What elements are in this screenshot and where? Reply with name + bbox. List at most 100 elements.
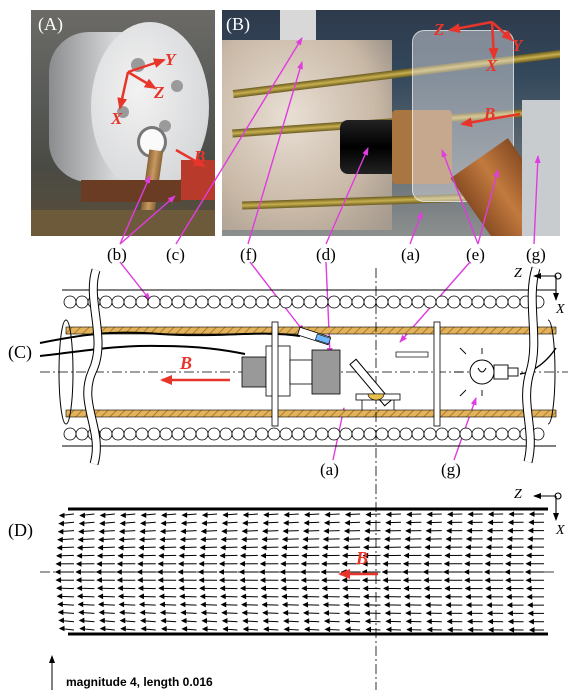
- field-vector-head: [342, 544, 349, 551]
- field-vector-head: [381, 569, 388, 575]
- field-vector-head: [385, 618, 391, 625]
- field-vector-head: [403, 552, 410, 559]
- field-vector-head: [323, 618, 330, 624]
- coil-turn: [207, 427, 221, 441]
- field-vector-head: [364, 618, 371, 625]
- field-vector-head: [159, 536, 165, 543]
- coil-turn: [315, 295, 329, 309]
- field-vector-head: [241, 609, 248, 616]
- field-vector-head: [361, 560, 368, 567]
- field-vector-head: [137, 585, 144, 592]
- field-vector-head: [507, 519, 514, 526]
- field-vector-head: [445, 610, 452, 617]
- field-vector-head: [221, 618, 228, 624]
- field-vector-head: [240, 593, 247, 600]
- field-vector-head: [178, 585, 185, 592]
- field-vector-head: [259, 569, 265, 575]
- field-vector-head: [302, 601, 309, 608]
- coil-turn: [231, 427, 245, 441]
- field-vector-head: [323, 610, 330, 616]
- field-vector-head: [178, 552, 185, 559]
- field-vector-head: [384, 536, 390, 542]
- field-vector-head: [79, 512, 85, 519]
- field-vector-head: [262, 609, 268, 616]
- field-vector-head: [219, 552, 226, 559]
- field-vector-head: [301, 593, 308, 600]
- coil-turn: [159, 295, 173, 309]
- field-vector-head: [140, 625, 147, 632]
- coil-turn: [267, 427, 281, 441]
- coil-turn: [123, 427, 137, 441]
- field-vector-head: [201, 512, 208, 518]
- field-vector-head: [403, 593, 410, 600]
- field-vector-head: [446, 519, 453, 526]
- field-vector-head: [382, 577, 389, 584]
- field-vector-head: [199, 544, 206, 551]
- field-vector-head: [200, 609, 207, 616]
- field-vector-head: [405, 618, 412, 625]
- field-vector-head: [364, 610, 370, 616]
- field-vector-head: [239, 577, 245, 583]
- field-vector-head: [201, 617, 207, 624]
- field-vector-head: [98, 601, 104, 608]
- field-vector-head: [57, 601, 63, 608]
- coil-turn: [219, 295, 233, 309]
- field-vector-head: [57, 536, 63, 543]
- field-vector-head: [527, 610, 534, 617]
- field-vector-head: [444, 552, 450, 559]
- field-vector-head: [426, 618, 432, 625]
- field-vector-head: [283, 618, 289, 624]
- field-vector-head: [488, 627, 494, 633]
- field-vector-head: [300, 561, 307, 567]
- field-vector-head: [239, 552, 246, 559]
- coil-turn: [495, 427, 509, 441]
- field-vector-head: [118, 601, 125, 608]
- field-vector-head: [281, 536, 288, 543]
- field-vector-head: [321, 585, 328, 592]
- field-vector-head: [527, 536, 533, 542]
- scale-caption: magnitude 4, length 0.016: [66, 675, 213, 689]
- field-vector-head: [159, 528, 166, 535]
- field-vector-head: [95, 569, 102, 575]
- field-vector-head: [385, 519, 391, 526]
- field-vector-head: [157, 561, 164, 567]
- coil-turn: [435, 427, 449, 441]
- field-vector-head: [218, 569, 224, 575]
- field-vector-head: [423, 552, 430, 559]
- field-vector-head: [443, 560, 450, 567]
- field-vector-head: [383, 593, 390, 600]
- coil-turn: [243, 427, 257, 441]
- field-vector-head: [136, 569, 143, 575]
- field-vector-head: [487, 618, 494, 625]
- field-vector-head: [138, 601, 145, 608]
- field-vector-head: [200, 536, 206, 543]
- field-vector-head: [99, 617, 105, 624]
- field-vector-head: [98, 536, 104, 543]
- field-plot-axis-indicator: [533, 492, 562, 521]
- coil-turn: [339, 427, 353, 441]
- field-vector-head: [137, 561, 143, 567]
- coil-turn: [99, 427, 113, 441]
- coil-turn: [171, 427, 185, 441]
- field-vector-head: [527, 527, 534, 534]
- coil-turn: [411, 295, 425, 309]
- field-vector-head: [118, 536, 125, 543]
- field-vector-head: [344, 520, 351, 526]
- field-vector-head: [484, 569, 490, 575]
- field-vector-head: [56, 544, 63, 551]
- field-vector-head: [161, 512, 167, 518]
- field-vector-head: [445, 602, 452, 608]
- photo-b-axis-b: B: [484, 104, 496, 123]
- field-vector-head: [464, 585, 471, 592]
- field-vector-head: [303, 618, 310, 624]
- field-vector-head: [96, 553, 103, 559]
- field-vector-head: [343, 610, 350, 616]
- field-vector-head: [301, 585, 307, 592]
- field-vector-head: [486, 536, 492, 542]
- field-vector-head: [99, 520, 105, 527]
- diagram-c-axis-indicator: [533, 272, 562, 301]
- field-vector-head: [238, 569, 245, 575]
- field-vector-head: [507, 618, 514, 625]
- field-vector-head: [117, 544, 124, 551]
- field-vector-head: [140, 520, 146, 527]
